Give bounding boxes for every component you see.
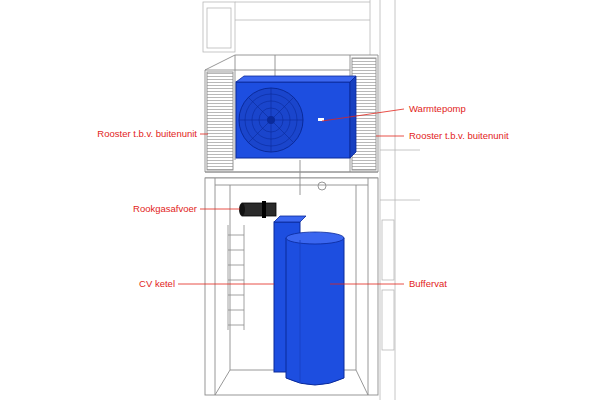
flue-pipe <box>239 201 276 218</box>
heat-pump <box>236 76 356 158</box>
buffer-tank <box>286 232 344 385</box>
part-label: CV ketel <box>138 278 176 290</box>
leader-lines <box>178 109 404 284</box>
part-label: Buffervat <box>408 278 448 290</box>
cabinet-bottom <box>205 160 378 395</box>
part-label: Rooster t.b.v. buitenunit <box>408 130 510 142</box>
pipe-ladder <box>228 225 244 330</box>
part-label: Rookgasafvoer <box>132 203 198 215</box>
building-lines <box>203 0 420 400</box>
part-label: Warmtepomp <box>408 103 467 115</box>
part-label: Rooster t.b.v. buitenunit <box>96 128 198 140</box>
